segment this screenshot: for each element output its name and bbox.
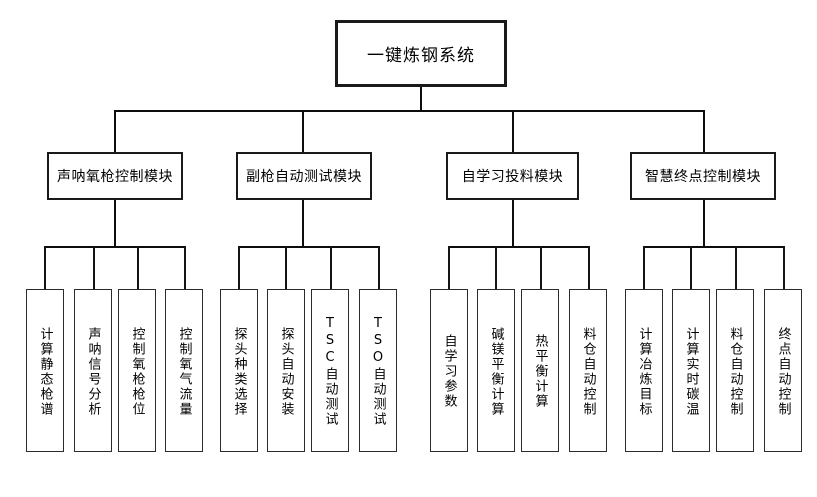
- leaf-node-1-1[interactable]: 计算静态枪谱: [26, 289, 64, 452]
- leaf-node-label-3-1: 自学习参数: [441, 334, 457, 409]
- leaf-node-3-4[interactable]: 料仓自动控制: [569, 289, 607, 452]
- leaf-node-4-3[interactable]: 料仓自动控制: [716, 289, 754, 452]
- group-bus-connector-2: [238, 246, 380, 248]
- module-drop-connector-2: [302, 110, 304, 153]
- leaf-drop-connector-1-2: [93, 246, 95, 289]
- leaf-drop-connector-3-4: [588, 246, 590, 289]
- leaf-drop-connector-4-3: [735, 246, 737, 289]
- leaf-drop-connector-2-3: [330, 246, 332, 289]
- leaf-drop-connector-1-4: [184, 246, 186, 289]
- leaf-drop-connector-1-1: [44, 246, 46, 289]
- group-stem-connector-1: [114, 200, 116, 247]
- leaf-drop-connector-4-4: [783, 246, 785, 289]
- root-node-label: 一键炼钢系统: [367, 46, 475, 66]
- leaf-node-4-4[interactable]: 终点自动控制: [764, 289, 802, 452]
- leaf-drop-connector-1-3: [137, 246, 139, 289]
- top-bus-connector: [114, 110, 705, 112]
- leaf-drop-connector-2-1: [238, 246, 240, 289]
- leaf-node-2-4[interactable]: TSO自动测试: [359, 289, 397, 452]
- group-bus-connector-1: [44, 246, 186, 248]
- module-drop-connector-4: [703, 110, 705, 153]
- leaf-node-label-4-4: 终点自动控制: [775, 326, 791, 417]
- leaf-node-label-2-4: TSO自动测试: [370, 316, 386, 427]
- leaf-node-1-4[interactable]: 控制氧气流量: [165, 289, 203, 452]
- leaf-node-label-4-2: 计算实时碳温: [683, 326, 699, 417]
- group-bus-connector-4: [643, 246, 785, 248]
- leaf-node-label-1-3: 控制氧枪枪位: [129, 326, 145, 417]
- module-node-label-1: 声呐氧枪控制模块: [57, 169, 173, 185]
- leaf-drop-connector-2-2: [285, 246, 287, 289]
- leaf-drop-connector-4-1: [643, 246, 645, 289]
- root-node[interactable]: 一键炼钢系统: [335, 20, 507, 87]
- leaf-node-2-3[interactable]: TSC自动测试: [311, 289, 349, 452]
- group-stem-connector-2: [302, 200, 304, 247]
- module-node-label-3: 自学习投料模块: [461, 169, 564, 185]
- module-drop-connector-3: [512, 110, 514, 153]
- leaf-node-label-1-1: 计算静态枪谱: [37, 326, 53, 417]
- leaf-node-label-1-2: 声呐信号分析: [85, 326, 101, 417]
- module-node-3[interactable]: 自学习投料模块: [446, 152, 579, 200]
- leaf-node-4-2[interactable]: 计算实时碳温: [672, 289, 710, 452]
- group-bus-connector-3: [448, 246, 590, 248]
- leaf-node-label-4-1: 计算冶炼目标: [636, 326, 652, 417]
- group-stem-connector-4: [703, 200, 705, 247]
- leaf-node-1-2[interactable]: 声呐信号分析: [74, 289, 112, 452]
- leaf-node-label-2-1: 探头种类选择: [231, 326, 247, 417]
- root-stem-connector: [420, 87, 422, 111]
- leaf-drop-connector-2-4: [378, 246, 380, 289]
- leaf-drop-connector-4-2: [690, 246, 692, 289]
- module-drop-connector-1: [114, 110, 116, 153]
- leaf-node-2-1[interactable]: 探头种类选择: [220, 289, 258, 452]
- leaf-node-label-3-4: 料仓自动控制: [580, 326, 596, 417]
- leaf-node-label-3-3: 热平衡计算: [532, 334, 548, 409]
- leaf-node-4-1[interactable]: 计算冶炼目标: [625, 289, 663, 452]
- leaf-node-label-1-4: 控制氧气流量: [176, 326, 192, 417]
- leaf-node-3-3[interactable]: 热平衡计算: [521, 289, 559, 452]
- module-node-2[interactable]: 副枪自动测试模块: [236, 152, 372, 200]
- leaf-node-label-4-3: 料仓自动控制: [727, 326, 743, 417]
- module-node-label-2: 副枪自动测试模块: [246, 169, 362, 185]
- leaf-node-3-1[interactable]: 自学习参数: [430, 289, 468, 452]
- module-node-label-4: 智慧终点控制模块: [645, 169, 761, 185]
- module-node-4[interactable]: 智慧终点控制模块: [630, 152, 776, 200]
- leaf-node-label-2-2: 探头自动安装: [278, 326, 294, 417]
- leaf-node-2-2[interactable]: 探头自动安装: [267, 289, 305, 452]
- group-stem-connector-3: [512, 200, 514, 247]
- leaf-node-3-2[interactable]: 碱镁平衡计算: [477, 289, 515, 452]
- leaf-drop-connector-3-3: [540, 246, 542, 289]
- leaf-drop-connector-3-2: [495, 246, 497, 289]
- leaf-node-label-3-2: 碱镁平衡计算: [488, 326, 504, 417]
- leaf-node-label-2-3: TSC自动测试: [322, 316, 338, 427]
- module-node-1[interactable]: 声呐氧枪控制模块: [47, 152, 183, 200]
- leaf-drop-connector-3-1: [448, 246, 450, 289]
- leaf-node-1-3[interactable]: 控制氧枪枪位: [118, 289, 156, 452]
